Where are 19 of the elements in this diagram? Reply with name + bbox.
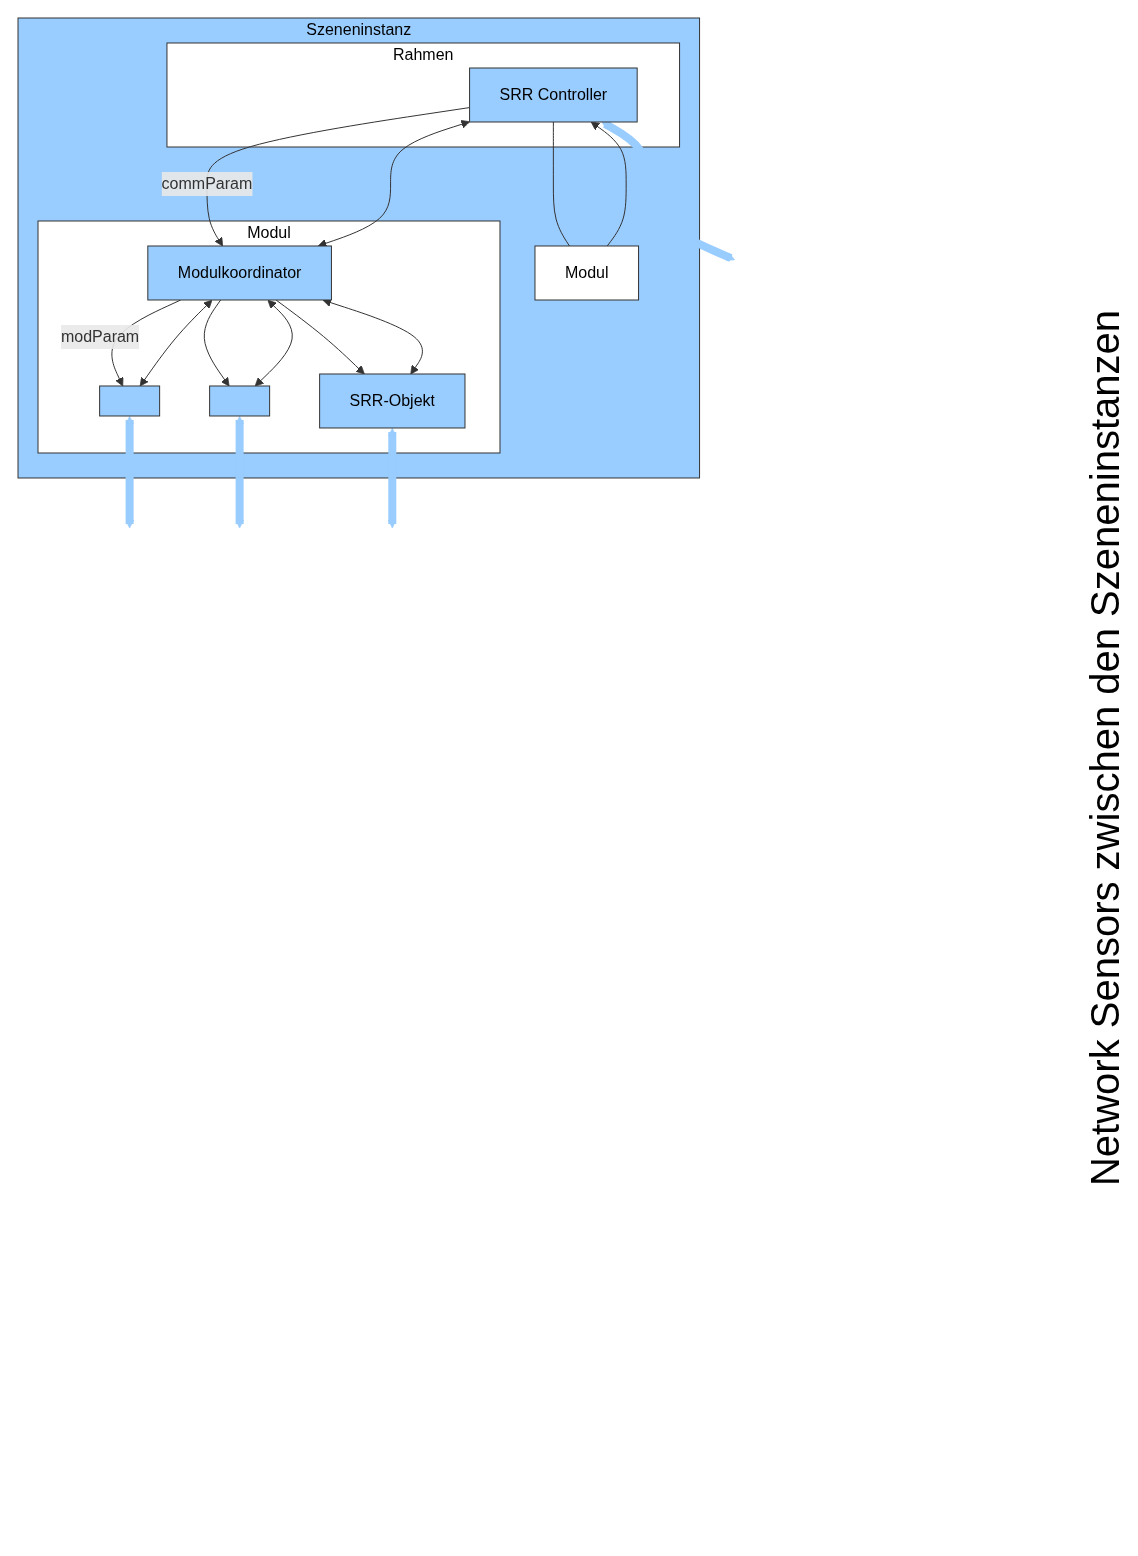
process-box: Modul (534, 245, 640, 301)
arrow (590, 121, 627, 247)
edge-label: commParam (161, 175, 253, 192)
process-box (99, 385, 161, 417)
arrow (254, 299, 293, 387)
process-box: Modulkoordinator (147, 245, 332, 301)
double-arrow (235, 416, 245, 529)
arrow (139, 299, 213, 387)
side-label: Network Sensors zwischen den Szeneninstanzen (1083, 310, 1128, 1187)
arrow (322, 298, 423, 375)
process-box (209, 385, 271, 417)
arrow (275, 299, 365, 375)
process-box: SRR-Objekt (319, 373, 466, 429)
double-arrow (387, 428, 397, 529)
edge-label: modParam (60, 327, 140, 345)
arrow (203, 299, 230, 387)
arrow (206, 107, 471, 247)
process-box: SRR Controller (469, 67, 638, 123)
double-arrow (125, 416, 135, 529)
